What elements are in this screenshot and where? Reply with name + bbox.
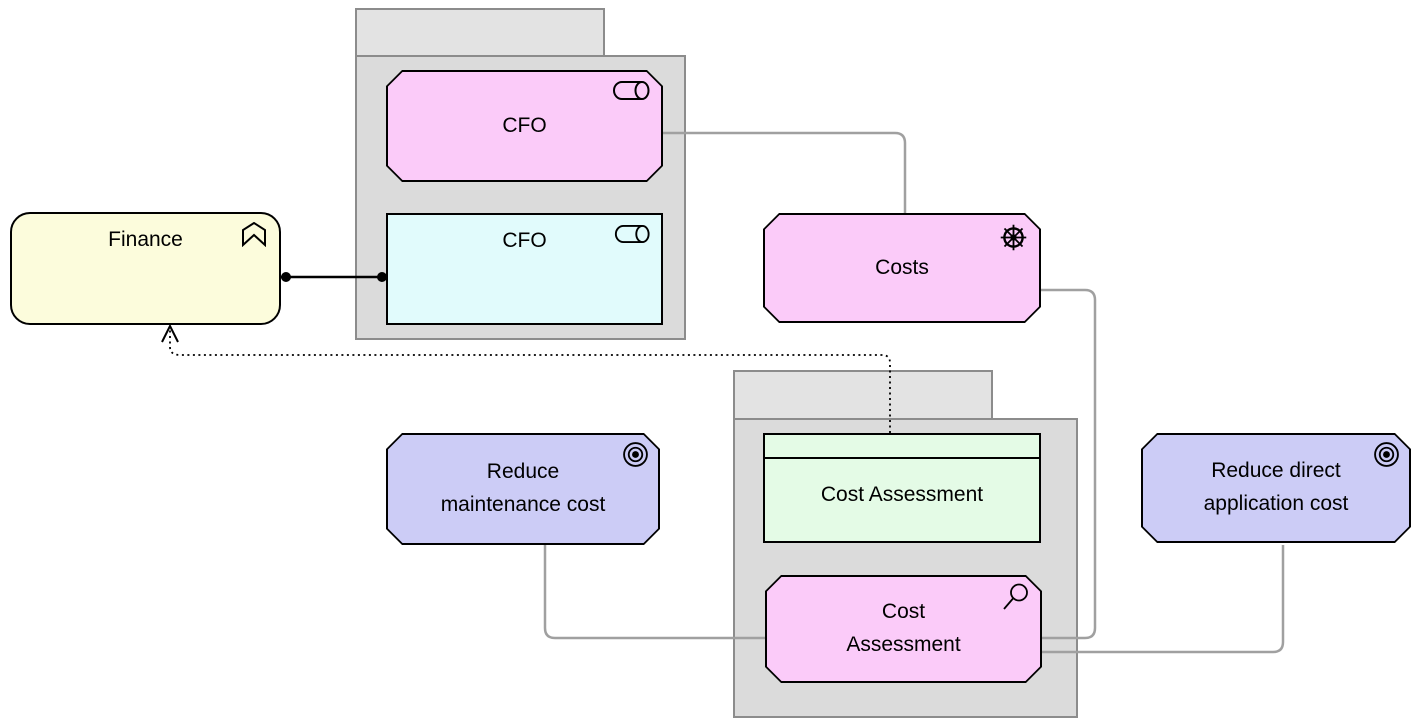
target-icon xyxy=(1373,441,1400,468)
finance-label: Finance xyxy=(108,228,183,251)
element-costs[interactable]: Costs xyxy=(763,213,1041,323)
cfo-role-label: CFO xyxy=(502,229,547,252)
connector-costs-assessment[interactable] xyxy=(1041,288,1097,640)
octagon-fill xyxy=(1143,435,1409,541)
driver-wheel-icon xyxy=(998,222,1029,253)
element-cfo-stakeholder[interactable]: CFO xyxy=(386,70,663,182)
element-assessment-cost-assessment[interactable]: Cost Assessment xyxy=(765,575,1042,683)
goal-direct-application-label: Reduce direct application cost xyxy=(1203,459,1349,515)
element-goal-reduce-direct-application[interactable]: Reduce direct application cost xyxy=(1141,433,1411,543)
assignment-ball-target xyxy=(377,272,387,282)
goal-maintenance-label: Reduce maintenance cost xyxy=(440,460,606,516)
product-label: Cost Assessment xyxy=(820,482,984,506)
element-product-cost-assessment[interactable]: Cost Assessment xyxy=(763,433,1041,543)
connector-cfo-costs[interactable] xyxy=(663,131,907,213)
function-chevron-icon xyxy=(241,221,267,248)
octagon-fill xyxy=(388,72,661,180)
connector-assessment-goal-direct[interactable] xyxy=(1042,545,1285,654)
magnifier-icon xyxy=(1000,582,1031,613)
assignment-ball-source xyxy=(281,272,291,282)
connector-goal-maintenance-assessment[interactable] xyxy=(543,545,765,640)
role-cylinder-icon xyxy=(611,79,651,103)
octagon-fill xyxy=(767,577,1040,681)
element-finance[interactable]: Finance xyxy=(10,212,281,325)
assignment-finance-cfo-role[interactable] xyxy=(281,272,387,282)
influence-arrowhead xyxy=(161,323,179,343)
octagon-fill xyxy=(765,215,1039,321)
product-top-band xyxy=(765,435,1039,459)
cfo-stakeholder-label: CFO xyxy=(502,113,547,137)
octagon-fill xyxy=(388,435,658,543)
target-icon xyxy=(622,441,649,468)
element-cfo-role[interactable]: CFO xyxy=(386,213,663,325)
element-goal-reduce-maintenance[interactable]: Reduce maintenance cost xyxy=(386,433,660,545)
role-cylinder-icon xyxy=(613,223,651,246)
costs-label: Costs xyxy=(875,255,929,279)
assessment-label: Cost Assessment xyxy=(846,600,961,656)
influence-product-finance[interactable] xyxy=(169,330,891,433)
